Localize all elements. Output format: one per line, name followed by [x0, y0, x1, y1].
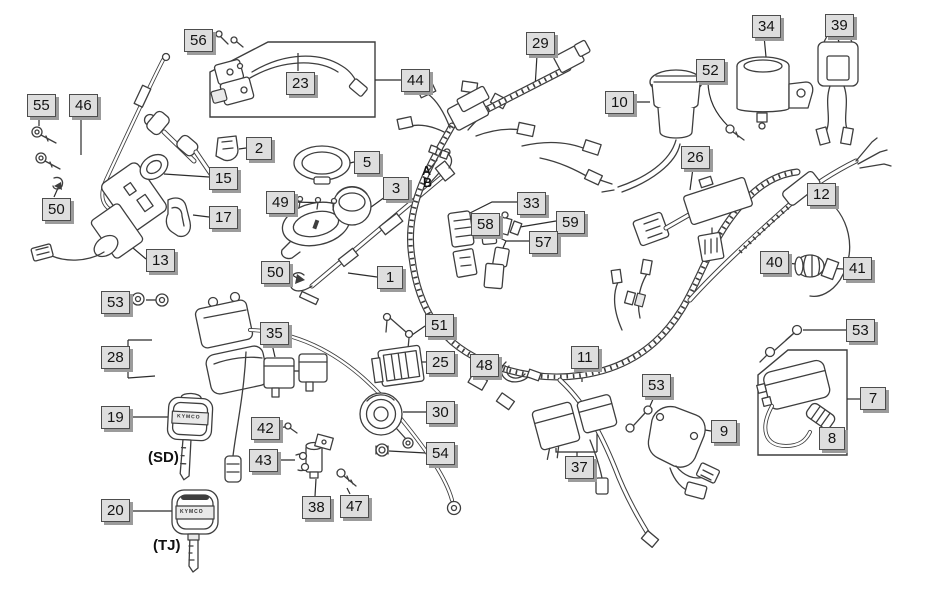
part-clamp-48 — [500, 361, 542, 383]
callout-3: 3 — [383, 177, 409, 200]
part-bolts-53-right — [759, 324, 803, 363]
part-nuts-53-left — [131, 292, 169, 307]
callout-50: 50 — [261, 261, 290, 284]
callout-20: 20 — [101, 499, 130, 522]
callout-17: 17 — [209, 206, 238, 229]
callout-53: 53 — [642, 374, 671, 397]
callout-44: 44 — [401, 69, 430, 92]
callout-29: 29 — [526, 32, 555, 55]
part-horn-30 — [359, 392, 414, 449]
part-lock-set-3 — [280, 186, 372, 260]
part-bolts-53-center — [625, 405, 653, 433]
callout-23: 23 — [286, 72, 315, 95]
callout-53: 53 — [101, 291, 130, 314]
callout-13: 13 — [146, 249, 175, 272]
callout-40: 40 — [760, 251, 789, 274]
callout-2: 2 — [246, 137, 272, 160]
part-relays-35 — [263, 353, 328, 398]
part-screws-51 — [382, 312, 414, 350]
part-screws-49 — [296, 195, 338, 211]
part-cdi-unit-7 — [756, 359, 831, 449]
callout-34: 34 — [752, 15, 781, 38]
callout-59: 59 — [556, 211, 585, 234]
part-screws-56 — [215, 30, 244, 48]
callout-49: 49 — [266, 191, 295, 214]
part-key-blank-19-sd — [166, 392, 214, 481]
part-main-switch-10 — [599, 69, 703, 193]
callout-19: 19 — [101, 406, 130, 429]
key-variant-tj-label: (TJ) — [153, 537, 181, 554]
callout-11: 11 — [571, 346, 599, 369]
callout-12: 12 — [807, 183, 836, 206]
part-main-harness-11 — [396, 80, 801, 548]
callout-26: 26 — [681, 146, 710, 169]
part-nut-54 — [375, 443, 389, 457]
key-brand-text-sd: KYMCO — [176, 413, 201, 421]
part-flasher-relay-39 — [815, 33, 859, 146]
callout-46: 46 — [69, 94, 98, 117]
assembly-box-7 — [757, 349, 848, 456]
callout-7: 7 — [860, 387, 886, 410]
part-cdi-unit-9 — [647, 405, 721, 500]
part-screw-47 — [336, 468, 357, 487]
callout-28: 28 — [101, 346, 130, 369]
callout-52: 52 — [696, 59, 725, 82]
callout-48: 48 — [470, 354, 499, 377]
callout-41: 41 — [843, 257, 872, 280]
part-bolt-52 — [725, 124, 745, 141]
callout-39: 39 — [825, 14, 854, 37]
part-seat-lock-23 — [210, 55, 368, 106]
callout-8: 8 — [819, 427, 845, 450]
callout-33: 33 — [517, 192, 546, 215]
callout-35: 35 — [260, 322, 289, 345]
callout-1: 1 — [377, 266, 403, 289]
callout-43: 43 — [249, 449, 278, 472]
part-valve-38 — [298, 433, 334, 479]
callout-55: 55 — [27, 94, 56, 117]
part-bolts-55 — [31, 126, 61, 170]
part-keys-on-ring — [143, 110, 216, 180]
part-sub-harness-29 — [446, 39, 591, 131]
callout-56: 56 — [184, 29, 213, 52]
callout-53: 53 — [846, 319, 875, 342]
callout-37: 37 — [565, 456, 594, 479]
part-screw-42 — [284, 422, 298, 434]
callout-5: 5 — [354, 151, 380, 174]
part-clip-2 — [215, 135, 239, 162]
key-brand-text-tj: KYMCO — [180, 509, 204, 515]
connector-b-label: B — [423, 176, 433, 190]
part-brake-switch-26 — [632, 175, 753, 263]
part-plug-cap-8 — [805, 402, 836, 430]
connector-a-label: A — [422, 164, 432, 178]
part-key-blank-20-tj — [171, 489, 219, 573]
callout-30: 30 — [426, 401, 455, 424]
callout-10: 10 — [605, 91, 634, 114]
callout-58: 58 — [471, 213, 500, 236]
part-relays-37 — [531, 394, 618, 461]
part-grommet-40-41 — [794, 254, 825, 278]
key-variant-sd-label: (SD) — [148, 449, 179, 466]
callout-50: 50 — [42, 198, 71, 221]
part-starter-relay-28 — [194, 291, 462, 516]
callout-38: 38 — [302, 496, 331, 519]
part-trim-ring-5 — [293, 145, 351, 185]
callout-57: 57 — [529, 231, 558, 254]
part-ignition-coil-25 — [371, 344, 425, 387]
part-ignition-switch-assembly-13-15 — [30, 153, 169, 262]
callout-54: 54 — [426, 442, 455, 465]
part-bracket-17 — [165, 197, 192, 238]
callout-9: 9 — [711, 420, 737, 443]
callout-51: 51 — [425, 314, 454, 337]
callout-47: 47 — [340, 495, 369, 518]
callout-42: 42 — [251, 417, 280, 440]
callout-15: 15 — [209, 167, 238, 190]
part-starter-cable-12 — [687, 137, 892, 303]
callout-25: 25 — [426, 351, 455, 374]
part-canister-34 — [736, 56, 814, 130]
part-hook-clip-50 — [52, 176, 64, 190]
